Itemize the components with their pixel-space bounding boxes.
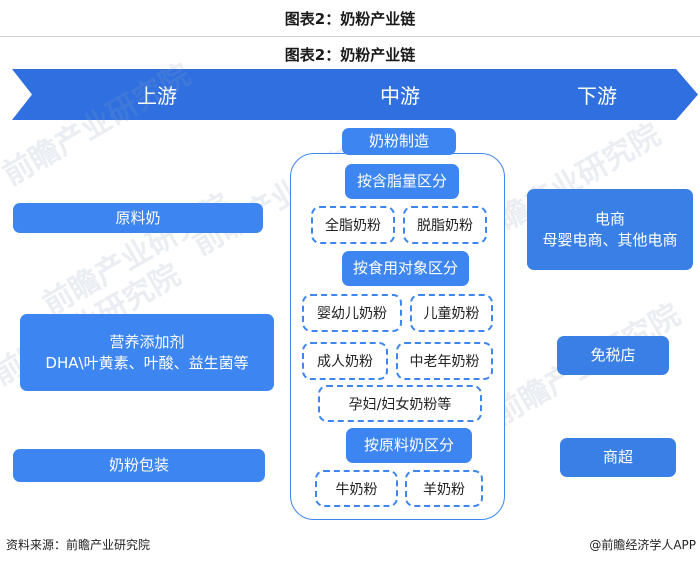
stage-label-midstream: 中游 (380, 84, 420, 108)
stage-downstream: 下游 (496, 69, 698, 120)
group-target-consumer-title: 按食用对象区分 (352, 259, 458, 278)
stage-upstream: 上游 (12, 69, 302, 120)
group-raw-milk-source: 按原料奶区分 (346, 428, 472, 463)
item-label: 孕妇/妇女奶粉等 (348, 396, 452, 413)
group-target-consumer: 按食用对象区分 (342, 251, 469, 286)
chevron-shape (496, 69, 698, 120)
watermark: 前瞻产业研究院 (37, 187, 237, 323)
item-goat-milk-powder: 羊奶粉 (405, 470, 483, 507)
stage-label-downstream: 下游 (577, 84, 617, 108)
downstream-ecommerce-detail: 母婴电商、其他电商 (542, 230, 678, 249)
chevron-shape (274, 69, 526, 120)
item-label: 脱脂奶粉 (417, 218, 473, 234)
figure-title: 图表2：奶粉产业链 (284, 10, 416, 28)
item-skim-milk-powder: 脱脂奶粉 (403, 206, 487, 244)
item-label: 羊奶粉 (423, 481, 465, 498)
downstream-supermarket: 商超 (560, 438, 676, 477)
item-label: 儿童奶粉 (423, 306, 480, 322)
upstream-raw-milk: 原料奶 (13, 203, 263, 233)
downstream-ecommerce-title: 电商 (594, 210, 625, 229)
item-label: 牛奶粉 (335, 481, 378, 498)
upstream-additives: 营养添加剂 DHA\叶黄素、叶酸、益生菌等 (20, 314, 274, 391)
group-fat-content: 按含脂量区分 (345, 164, 459, 199)
item-senior-milk-powder: 中老年奶粉 (396, 342, 493, 380)
figure-subtitle: 图表2：奶粉产业链 (284, 46, 416, 64)
downstream-ecommerce: 电商 母婴电商、其他电商 (527, 189, 693, 270)
stage-label-upstream: 上游 (137, 84, 177, 108)
group-raw-milk-source-title: 按原料奶区分 (363, 436, 454, 455)
item-label: 中老年奶粉 (409, 354, 480, 370)
item-maternal-milk-powder: 孕妇/妇女奶粉等 (318, 385, 482, 422)
upstream-packaging: 奶粉包装 (13, 449, 265, 482)
downstream-supermarket-label: 商超 (602, 448, 633, 467)
upstream-additives-title: 营养添加剂 (109, 333, 185, 352)
upstream-raw-milk-label: 原料奶 (115, 208, 161, 227)
midstream-header: 奶粉制造 (342, 128, 456, 155)
item-child-milk-powder: 儿童奶粉 (410, 294, 493, 332)
title-divider (0, 36, 700, 37)
brand-credit: @前瞻经济学人APP (589, 538, 696, 552)
midstream-header-label: 奶粉制造 (368, 132, 429, 151)
group-fat-content-title: 按含脂量区分 (356, 172, 447, 191)
item-label: 全脂奶粉 (325, 218, 381, 234)
stage-midstream: 中游 (274, 69, 526, 120)
item-infant-formula: 婴幼儿奶粉 (302, 294, 402, 332)
source-note: 资料来源：前瞻产业研究院 (6, 538, 151, 552)
chevron-shape (12, 69, 302, 120)
item-adult-milk-powder: 成人奶粉 (302, 342, 388, 380)
downstream-duty-free: 免税店 (557, 336, 669, 375)
item-label: 婴幼儿奶粉 (317, 306, 387, 322)
downstream-duty-free-label: 免税店 (590, 346, 636, 365)
item-cow-milk-powder: 牛奶粉 (315, 470, 398, 507)
upstream-packaging-label: 奶粉包装 (108, 456, 169, 475)
item-whole-milk-powder: 全脂奶粉 (311, 206, 395, 244)
upstream-additives-detail: DHA\叶黄素、叶酸、益生菌等 (45, 353, 249, 372)
item-label: 成人奶粉 (317, 354, 373, 370)
